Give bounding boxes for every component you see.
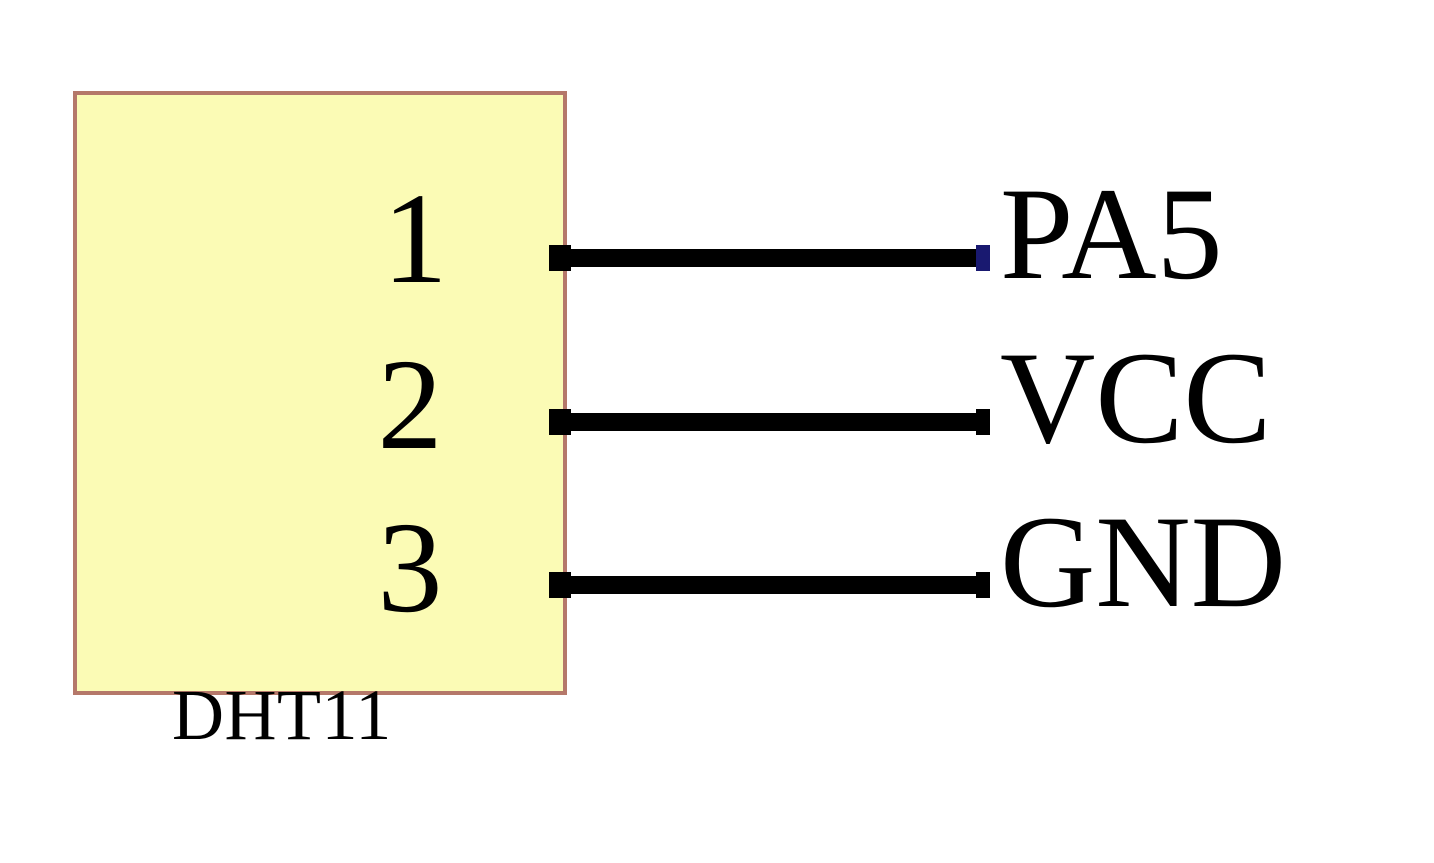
pin-number-2: 2 — [377, 333, 443, 477]
pin-terminal-outer-2[interactable] — [976, 409, 990, 435]
pin-number-3: 3 — [377, 496, 443, 640]
net-label-vcc[interactable]: VCC — [1000, 324, 1272, 471]
component-designator-label: DHT11 — [172, 675, 392, 755]
net-label-gnd[interactable]: GND — [1000, 488, 1286, 635]
pin-wire-3[interactable] — [556, 576, 986, 594]
pin-wire-2[interactable] — [556, 413, 986, 431]
pin-number-1: 1 — [382, 167, 448, 311]
component-body-dht11[interactable]: DHT11 — [73, 91, 567, 751]
pin-terminal-outer-1[interactable] — [976, 245, 990, 271]
net-label-pa5[interactable]: PA5 — [1000, 160, 1223, 307]
pin-wire-1[interactable] — [556, 249, 986, 267]
pin-terminal-outer-3[interactable] — [976, 572, 990, 598]
